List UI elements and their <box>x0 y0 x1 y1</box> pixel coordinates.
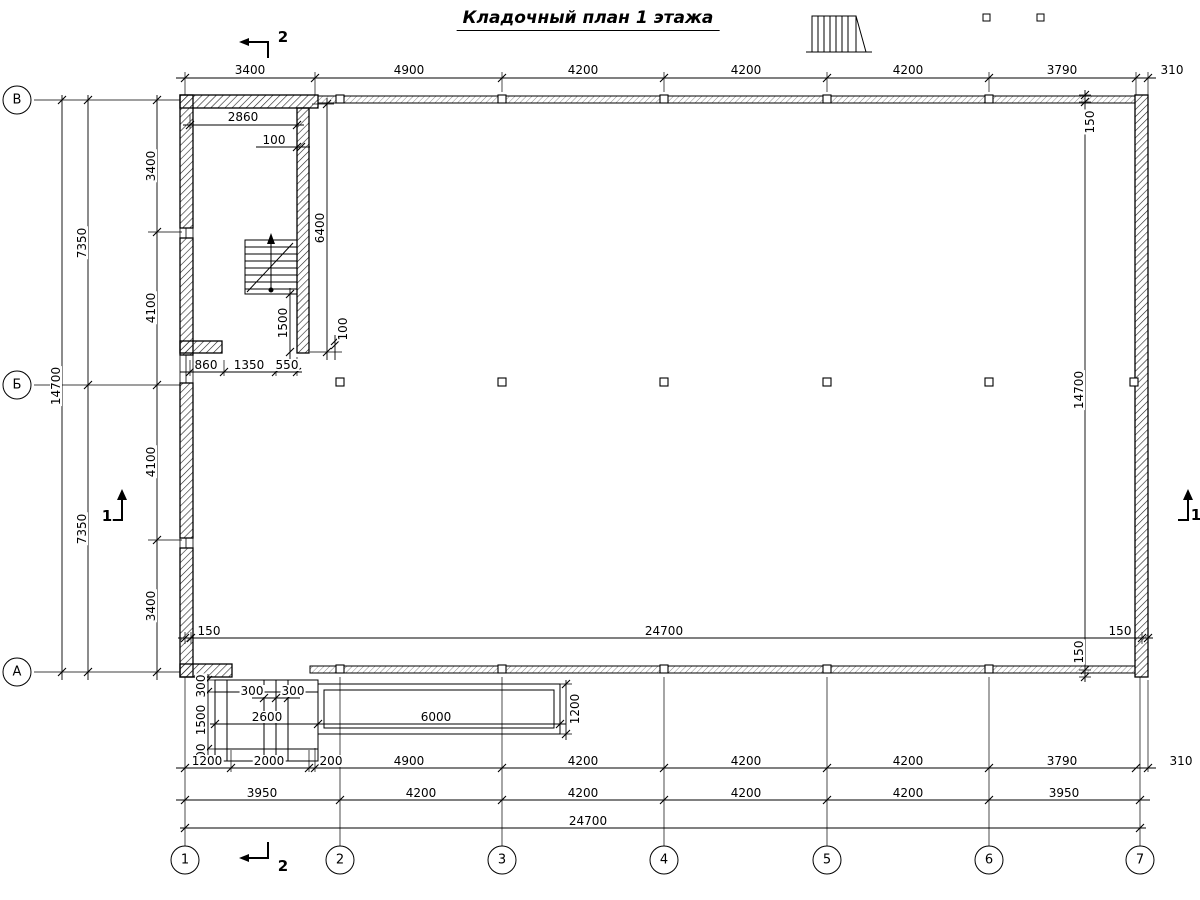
dim-label: 24700 <box>643 624 685 638</box>
dim-label: 4200 <box>566 754 600 768</box>
dim-label: 3790 <box>1045 63 1079 77</box>
dim-label: 100 <box>261 133 287 147</box>
dim-label: 3400 <box>233 63 267 77</box>
columns <box>335 94 1139 674</box>
dim-label: 4900 <box>392 754 426 768</box>
dim-label: 4200 <box>566 786 600 800</box>
dim-label: 310 <box>1168 754 1194 768</box>
dim-label: 300 <box>239 684 265 698</box>
dim-label: 3950 <box>1047 786 1081 800</box>
dim-label: 4100 <box>144 445 158 479</box>
dim-label: 2860 <box>226 110 260 124</box>
dim-label: 4900 <box>392 63 426 77</box>
dim-label: 200 <box>318 754 344 768</box>
stair-symbol <box>806 15 872 53</box>
dim-label: 100 <box>336 316 350 342</box>
dim-label: 14700 <box>49 365 63 407</box>
section-label-2-bottom: 2 <box>276 857 290 875</box>
axis-bubble-1: 1 <box>170 845 200 875</box>
axis-bubble-6: 6 <box>974 845 1004 875</box>
dim-label: 310 <box>1159 63 1185 77</box>
dim-label: 4200 <box>729 786 763 800</box>
dim-label: 4100 <box>144 291 158 325</box>
dim-label: 6000 <box>419 710 453 724</box>
dim-label: 2000 <box>252 754 286 768</box>
dim-label: 150 <box>1072 639 1086 665</box>
dim-label: 150 <box>196 624 222 638</box>
dim-label: 1200 <box>190 754 224 768</box>
dimension-lines <box>61 77 1156 829</box>
dim-label: 3400 <box>144 589 158 623</box>
axis-bubble-5: 5 <box>812 845 842 875</box>
dim-label: 4200 <box>404 786 438 800</box>
dim-label: 300 <box>194 673 208 699</box>
axis-bubble-2: 2 <box>325 845 355 875</box>
axis-bubble-3: 3 <box>487 845 517 875</box>
axis-bubble-v: В <box>2 85 32 115</box>
dim-label: 4200 <box>729 754 763 768</box>
section-label-1-right: 1 <box>1189 506 1200 524</box>
dim-label: 4200 <box>891 786 925 800</box>
dim-label: 1350 <box>232 358 266 372</box>
dim-label: 4200 <box>891 63 925 77</box>
dimension-ticks <box>57 73 1153 833</box>
dim-label: 6400 <box>313 211 327 245</box>
section-label-2-top: 2 <box>276 28 290 46</box>
dim-label: 4200 <box>566 63 600 77</box>
curtain-walls <box>309 95 1136 674</box>
section-marks <box>112 38 1193 862</box>
dim-label: 7350 <box>75 226 89 260</box>
dim-label: 24700 <box>567 814 609 828</box>
dim-label: 300 <box>280 684 306 698</box>
dim-label: 150 <box>1107 624 1133 638</box>
dim-label: 860 <box>193 358 219 372</box>
dim-label: 4200 <box>729 63 763 77</box>
axis-bubble-b: Б <box>2 370 32 400</box>
axis-bubble-a: А <box>2 657 32 687</box>
axis-bubble-7: 7 <box>1125 845 1155 875</box>
dim-label: 2600 <box>250 710 284 724</box>
dim-label: 14700 <box>1072 369 1086 411</box>
dim-label: 4200 <box>891 754 925 768</box>
dim-label: 1200 <box>568 692 582 726</box>
dim-label: 150 <box>1083 109 1097 135</box>
dim-label: 3790 <box>1045 754 1079 768</box>
dim-label: 550 <box>274 358 300 372</box>
drawing-title: Кладочный план 1 этажа <box>456 8 720 31</box>
dim-label: 1500 <box>276 306 290 340</box>
window-openings <box>179 228 194 548</box>
dim-label: 3400 <box>144 149 158 183</box>
staircase <box>244 233 298 295</box>
axis-bubble-4: 4 <box>649 845 679 875</box>
dim-label: 7350 <box>75 512 89 546</box>
dim-label: 3950 <box>245 786 279 800</box>
section-label-1-left: 1 <box>100 507 114 525</box>
legend-squares <box>982 13 1045 22</box>
masonry-walls <box>179 94 1149 678</box>
dim-label: 1500 <box>194 703 208 737</box>
